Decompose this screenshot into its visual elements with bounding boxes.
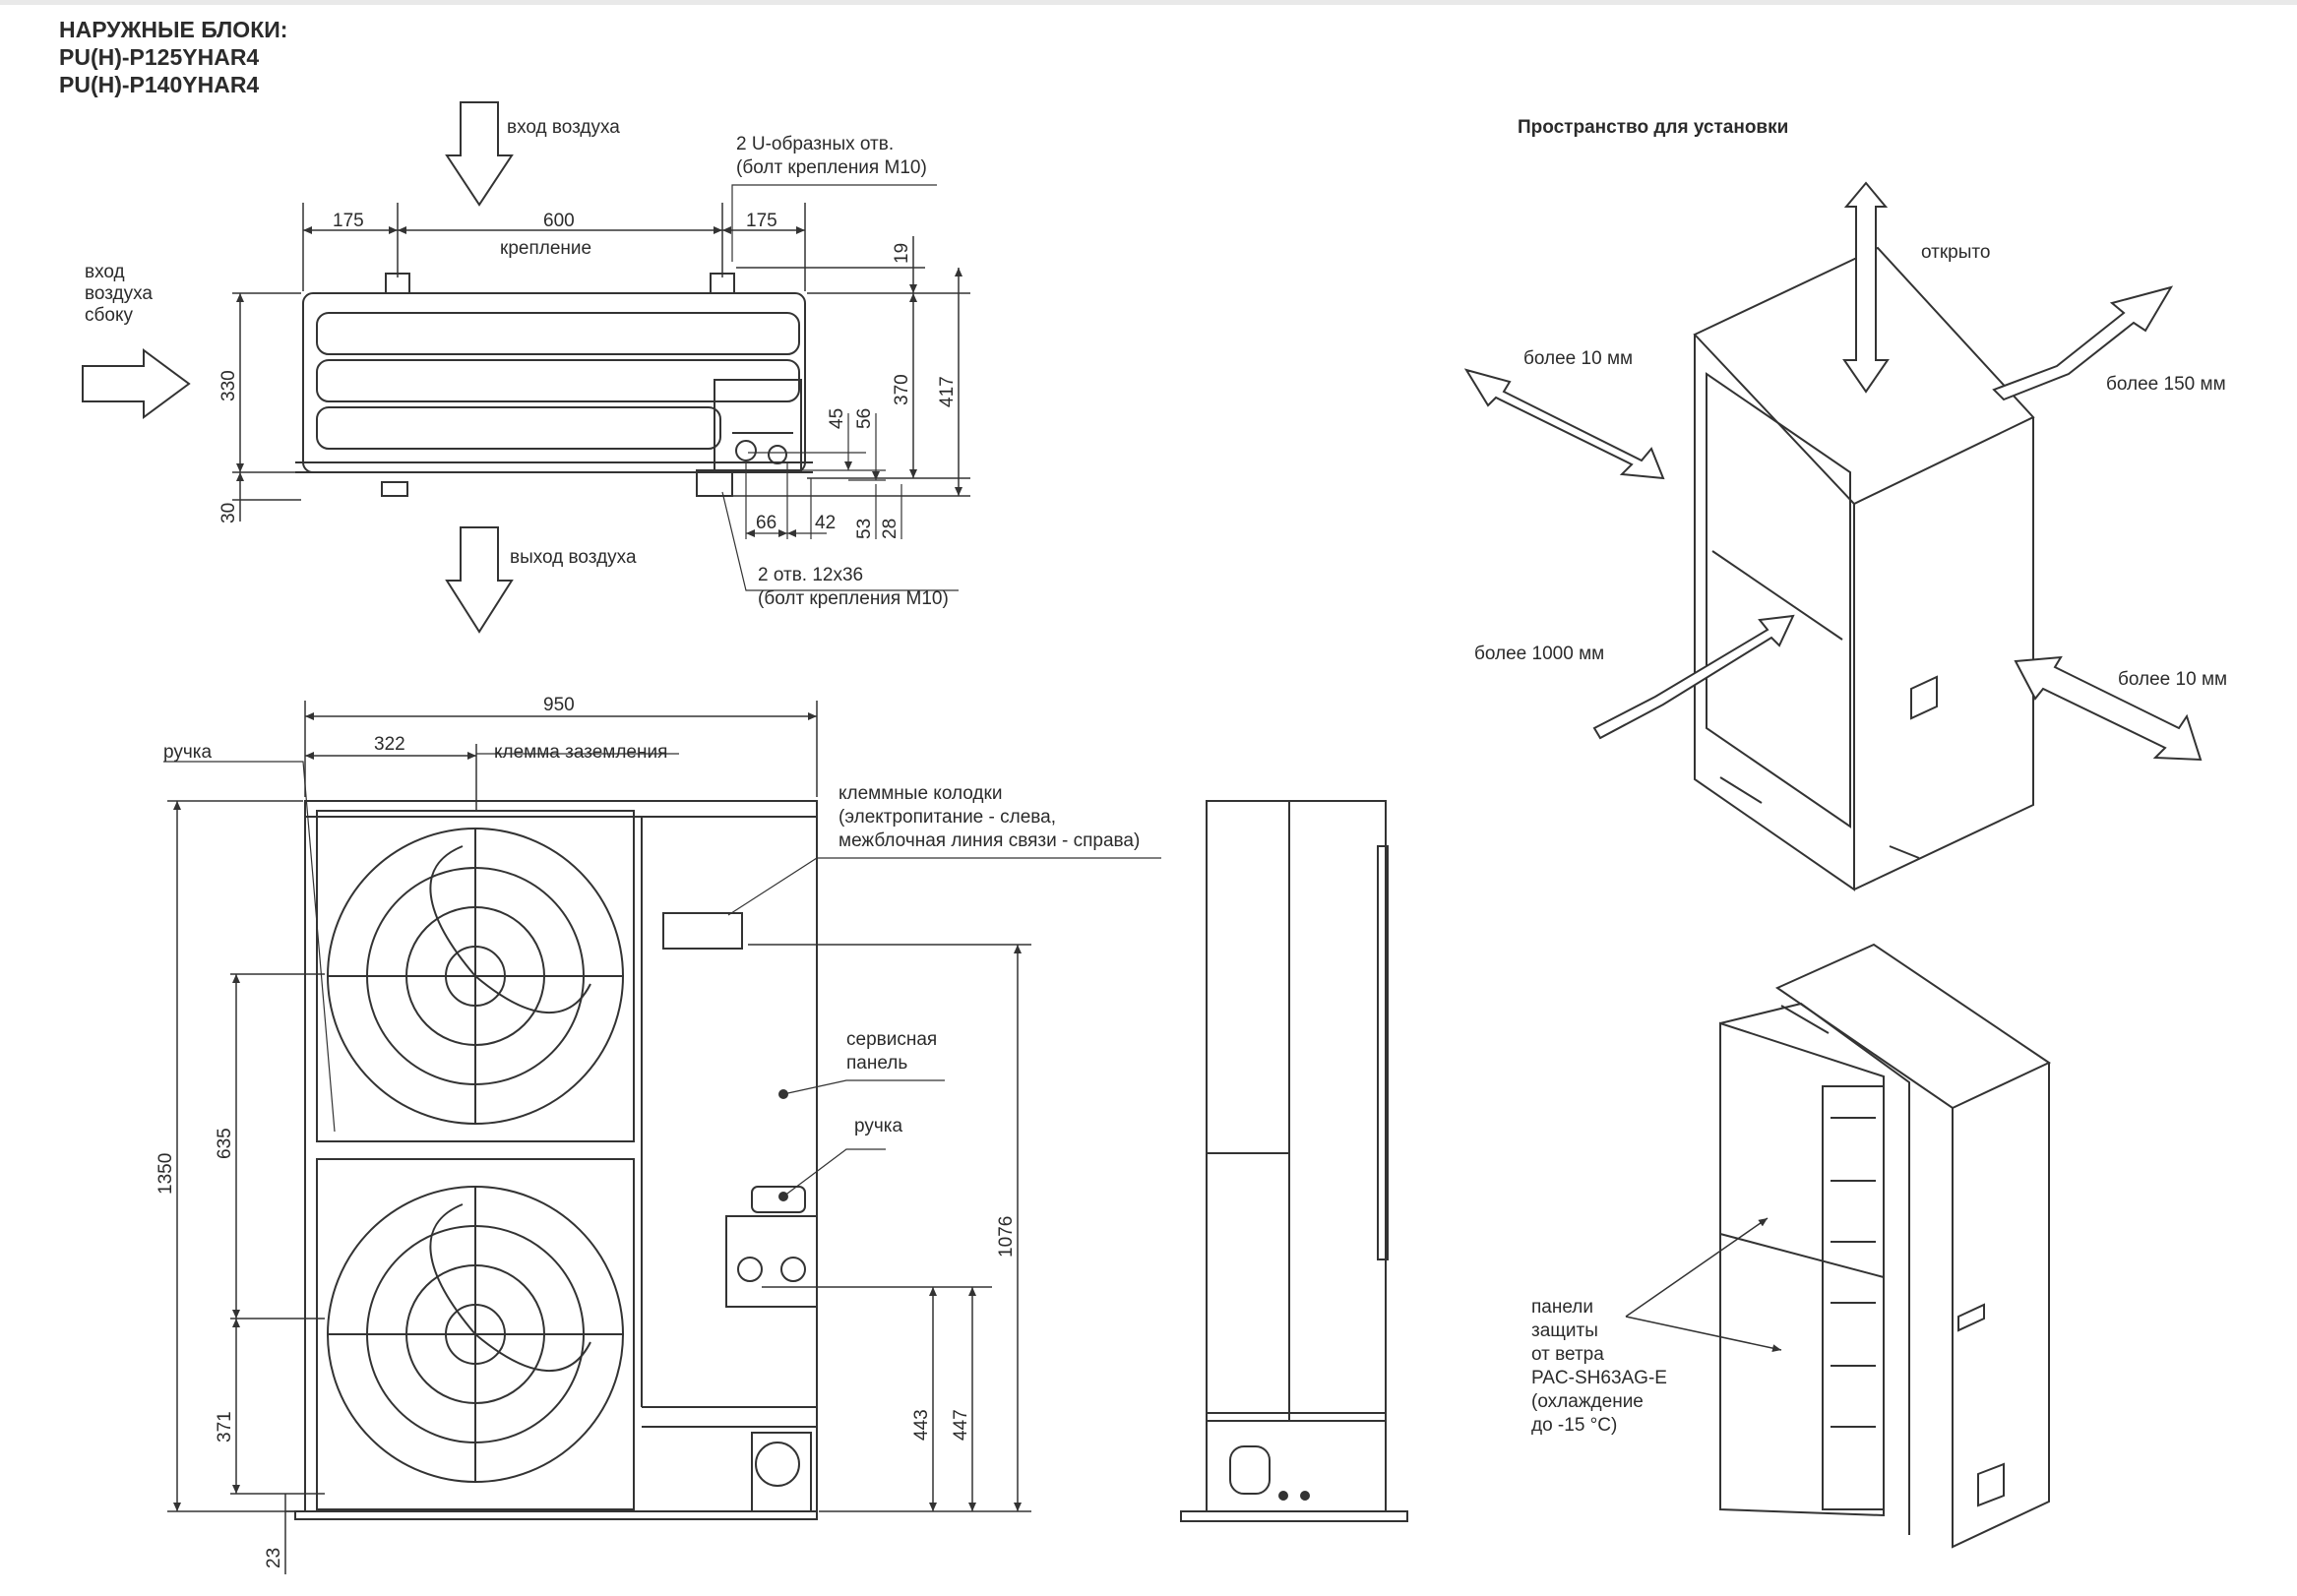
upper-fan-grille — [316, 810, 635, 1142]
dim-66: 66 — [756, 513, 776, 533]
top-view-labels: вход воздуха вход воздуха сбоку выход во… — [85, 117, 958, 609]
install-space — [1463, 181, 2203, 891]
air-out-label: выход воздуха — [510, 547, 637, 568]
dim-330: 330 — [218, 370, 239, 401]
valve-panel — [725, 1215, 818, 1308]
wind-panel-labels: панели защиты от ветра PAC-SH63AG-E (охл… — [1531, 1297, 1667, 1436]
more-1000-label: более 1000 мм — [1474, 644, 1604, 664]
handle-left-label: ручка — [163, 742, 212, 763]
install-space-labels: Пространство для установки открыто более… — [1474, 117, 2227, 690]
u-holes-label-2: (болт крепления M10) — [736, 157, 927, 178]
terminal-blocks-label-1: клеммные колодки — [838, 783, 1002, 804]
wind-panel-label-2: защиты — [1531, 1320, 1598, 1341]
side-view — [1180, 800, 1408, 1522]
service-panel-label-2: панель — [846, 1053, 907, 1074]
air-out-arrow — [445, 526, 514, 634]
wind-panel-label-4: PAC-SH63AG-E — [1531, 1368, 1667, 1388]
dim-635: 635 — [215, 1128, 235, 1159]
lower-fan-grille — [316, 1158, 635, 1510]
holes-label-1: 2 отв. 12x36 — [758, 565, 863, 585]
front-view-labels: 950 322 ручка клемма заземления клеммные… — [155, 695, 1140, 1568]
more-150-label: более 150 мм — [2106, 374, 2226, 395]
install-space-title: Пространство для установки — [1518, 117, 1788, 138]
dim-950: 950 — [543, 695, 575, 715]
front-view — [163, 701, 1161, 1574]
terminal-blocks-label-2: (электропитание - слева, — [838, 807, 1056, 828]
dim-19: 19 — [892, 243, 912, 264]
dim-600: 600 — [543, 211, 575, 231]
air-in-side-arrow — [82, 348, 191, 419]
title-line-units: НАРУЖНЫЕ БЛОКИ: — [59, 17, 288, 42]
wind-panel-label-3: от ветра — [1531, 1344, 1604, 1365]
dim-447: 447 — [951, 1409, 971, 1441]
dim-1076: 1076 — [996, 1216, 1017, 1258]
dim-28: 28 — [880, 519, 900, 539]
air-in-side-label-1: вход — [85, 262, 125, 282]
dim-322: 322 — [374, 734, 405, 755]
air-in-top-label: вход воздуха — [507, 117, 620, 138]
dim-370: 370 — [892, 374, 912, 405]
top-unit-body — [302, 292, 806, 473]
air-in-side-label-3: сбоку — [85, 305, 133, 326]
dim-175-left: 175 — [333, 211, 364, 231]
page-title: НАРУЖНЫЕ БЛОКИ: PU(H)-P125YHAR4 PU(H)-P1… — [59, 16, 287, 98]
terminal-blocks-label-3: межблочная линия связи - справа) — [838, 830, 1140, 851]
top-border — [0, 0, 2297, 5]
wind-panel-label-6: до -15 °C) — [1531, 1415, 1617, 1436]
top-view — [82, 101, 970, 634]
wind-panel-label-5: (охлаждение — [1531, 1391, 1644, 1412]
dim-23: 23 — [264, 1548, 284, 1568]
dim-417: 417 — [937, 376, 958, 407]
iso-arrow-open — [1842, 181, 1890, 394]
dim-443: 443 — [911, 1409, 932, 1441]
holes-label-2: (болт крепления M10) — [758, 588, 949, 609]
iso-arrow-1000 — [1592, 614, 1795, 740]
dim-1350: 1350 — [155, 1153, 176, 1195]
dim-56: 56 — [854, 408, 875, 429]
iso-arrow-10-right — [2014, 655, 2203, 762]
dim-175-right: 175 — [746, 211, 777, 231]
dim-30: 30 — [218, 503, 239, 523]
terminal-block — [662, 912, 743, 950]
service-handle — [751, 1186, 806, 1213]
title-line-model-125: PU(H)-P125YHAR4 — [59, 44, 260, 70]
u-holes-label-1: 2 U-образных отв. — [736, 134, 894, 154]
more-10-right-label: более 10 мм — [2118, 669, 2227, 690]
dim-42: 42 — [815, 513, 836, 533]
air-in-top-arrow — [445, 101, 514, 207]
air-in-side-label-2: воздуха — [85, 283, 153, 304]
handle-right-label: ручка — [854, 1116, 902, 1136]
dim-53: 53 — [854, 519, 875, 539]
iso-arrow-150 — [1992, 285, 2174, 401]
wind-panel-label-1: панели — [1531, 1297, 1593, 1318]
mount-label: крепление — [500, 238, 591, 259]
dim-371: 371 — [215, 1411, 235, 1443]
title-line-model-140: PU(H)-P140YHAR4 — [59, 72, 260, 97]
dim-45: 45 — [827, 408, 847, 429]
service-panel-label-1: сервисная — [846, 1029, 937, 1050]
more-10-left-label: более 10 мм — [1523, 348, 1633, 369]
wind-panel-view — [1625, 943, 2052, 1549]
ground-terminal-label: клемма заземления — [494, 742, 667, 763]
side-unit-body — [1206, 800, 1387, 1512]
open-label: открыто — [1921, 242, 1990, 263]
iso-arrow-10-left — [1463, 368, 1665, 480]
